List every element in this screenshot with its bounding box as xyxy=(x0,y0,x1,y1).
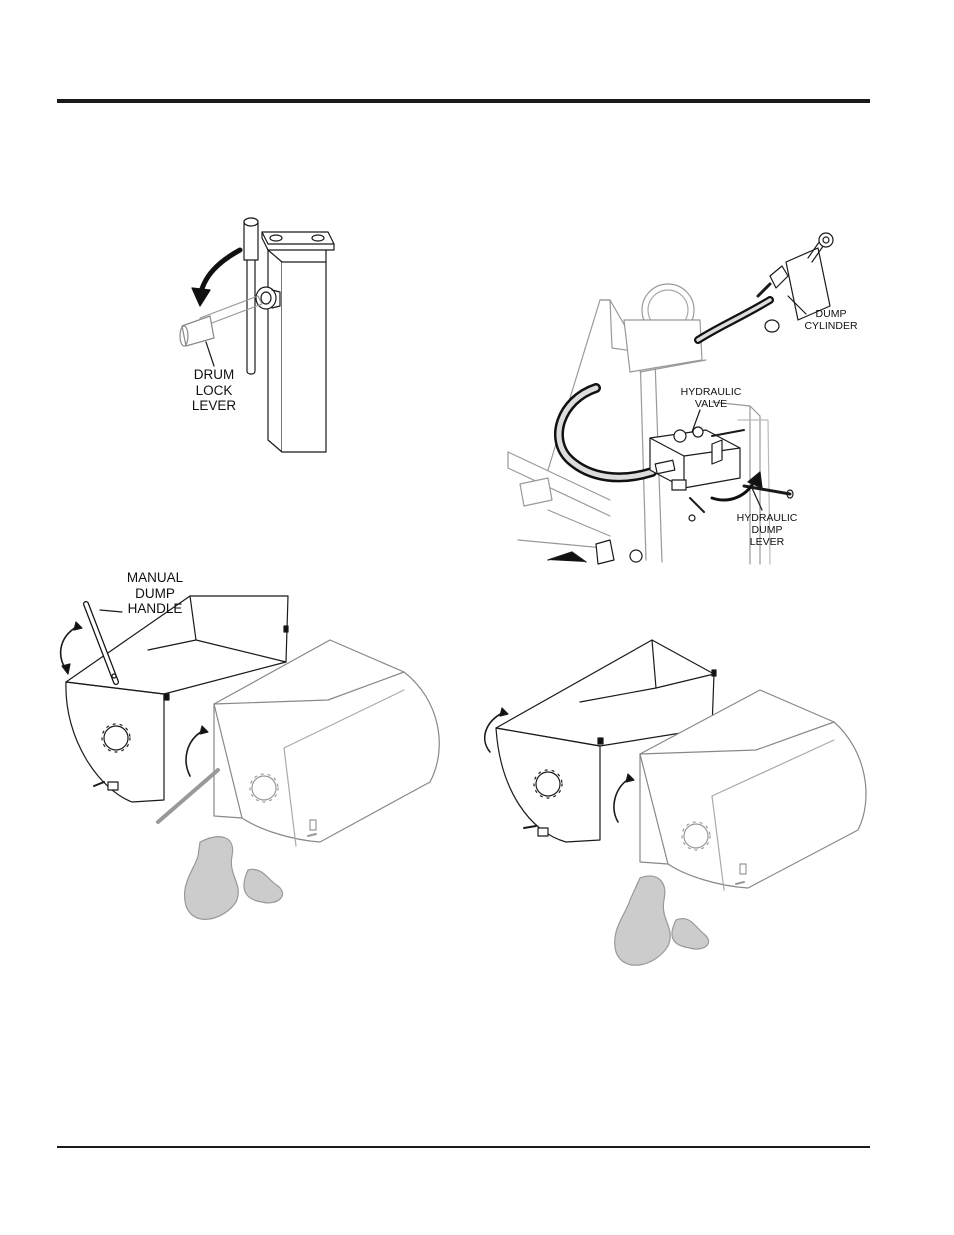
hydraulic-dump-lever-label-line: DUMP xyxy=(732,524,802,536)
drum-lock-lever-illustration xyxy=(180,218,334,452)
hydraulic-valve-label: HYDRAULIC VALVE xyxy=(676,386,746,410)
manual-dump-handle-illustration xyxy=(61,596,440,919)
dump-cylinder-label: DUMP CYLINDER xyxy=(800,308,862,332)
drum-lock-lever-label-line: DRUM xyxy=(184,367,244,383)
manual-dump-handle-label-line: DUMP xyxy=(120,586,190,602)
drum-lock-lever-label-line: LOCK xyxy=(184,383,244,399)
hydraulic-dump-lever-label-line: HYDRAULIC xyxy=(732,512,802,524)
hydraulic-valve-label-line: VALVE xyxy=(676,398,746,410)
manual-dump-handle-label: MANUAL DUMP HANDLE xyxy=(120,570,190,617)
drum-lock-lever-label-line: LEVER xyxy=(184,398,244,414)
dump-cylinder-label-line: DUMP xyxy=(800,308,862,320)
hydraulic-dump-lever-label-line: LEVER xyxy=(732,536,802,548)
hydraulic-dump-drum-illustration xyxy=(485,640,866,965)
hydraulic-valve-label-line: HYDRAULIC xyxy=(676,386,746,398)
hydraulic-dump-lever-label: HYDRAULIC DUMP LEVER xyxy=(732,512,802,548)
manual-dump-handle-label-line: MANUAL xyxy=(120,570,190,586)
dump-cylinder-label-line: CYLINDER xyxy=(800,320,862,332)
manual-dump-handle-label-line: HANDLE xyxy=(120,601,190,617)
drum-lock-lever-label: DRUM LOCK LEVER xyxy=(184,367,244,414)
